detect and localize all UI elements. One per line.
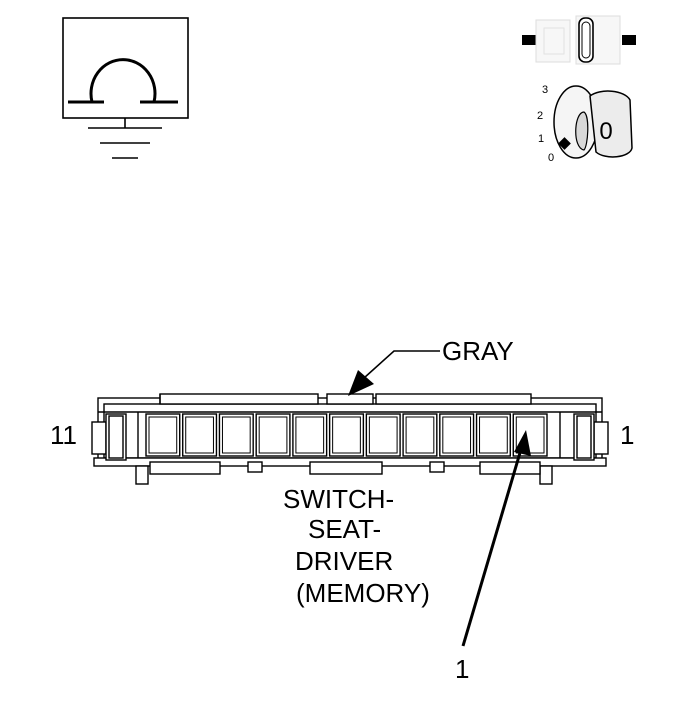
connector-name-line-1: SWITCH- [283,484,394,514]
pin-cavity-inner-6 [332,416,361,454]
pin-cavity-7 [292,413,328,457]
pin-cavity-2 [475,413,511,457]
pin-cavities [145,413,548,457]
connector-name-line-2: SEAT- [308,514,381,544]
pin-cavity-inner-2 [479,416,508,454]
pin-left-number: 11 [50,420,77,450]
pin-cavity-5 [365,413,401,457]
pin-cavity-11 [145,413,181,457]
pin-cavity-inner-4 [405,416,435,454]
connector-name-line-3: DRIVER [295,546,393,576]
pin-cavity-inner-10 [185,416,214,454]
connector-color-label: GRAY [442,336,514,366]
position-1-label: 1 [538,133,544,145]
pin-cavity-6 [328,413,365,457]
ignition-key-icon: 0 0 1 2 3 [537,84,633,164]
pin-cavity-inner-9 [221,416,251,454]
position-2-label: 2 [537,110,543,122]
pin-cavity-inner-5 [368,416,398,454]
connector-name-line-4: (MEMORY) [296,578,430,608]
pin-cavity-inner-8 [258,416,288,454]
probe-arrow [461,430,531,647]
disconnect-icon [522,15,636,65]
position-0-label: 0 [548,152,554,164]
key-position-label: 0 [599,118,612,145]
pin-cavity-3 [439,413,475,457]
probe-pin-number: 1 [455,654,469,684]
pin-cavity-9 [218,413,254,457]
pin-right-number: 1 [620,420,634,450]
pin-cavity-10 [182,413,218,457]
ohm-ground-icon [62,17,189,159]
position-3-label: 3 [542,84,548,96]
pin-cavity-4 [402,413,438,457]
pin-cavity-8 [255,413,291,457]
color-callout [348,350,440,396]
pin-cavity-inner-7 [295,416,325,454]
pin-cavity-1 [512,413,548,457]
pin-cavity-inner-3 [442,416,472,454]
pin-cavity-inner-11 [148,416,178,454]
